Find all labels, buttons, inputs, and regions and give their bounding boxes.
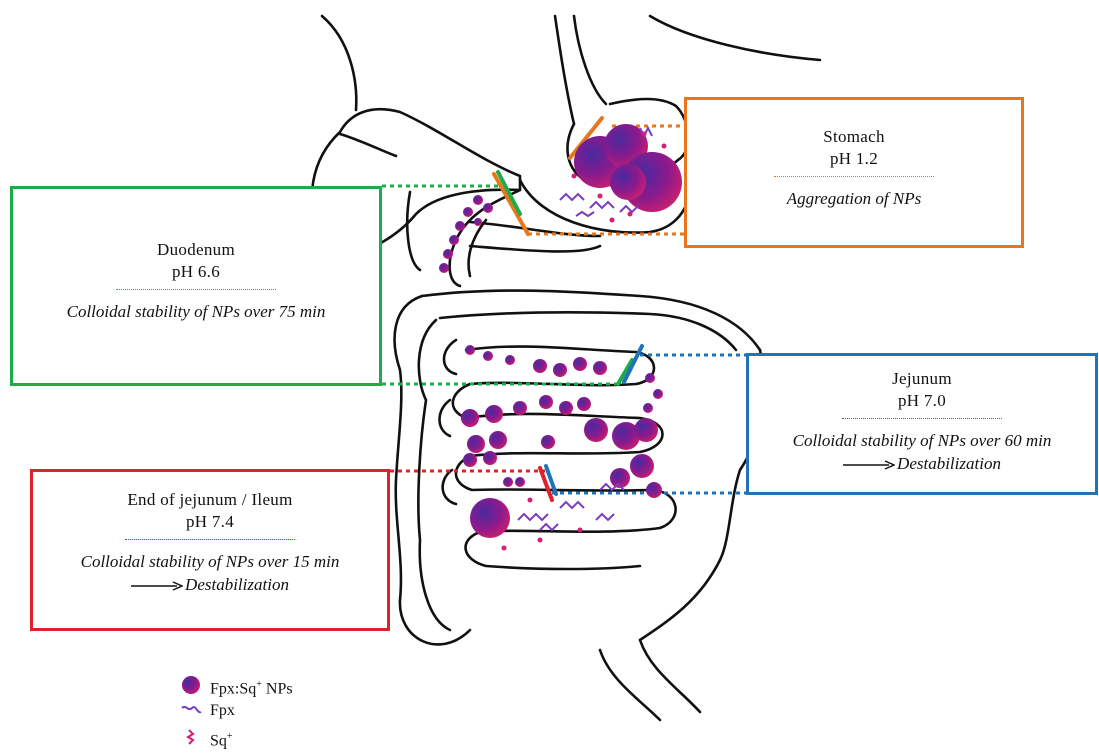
duodenum-info-box: Duodenum pH 6.6 Colloidal stability of N…: [10, 186, 382, 386]
ileum-separator: [125, 539, 295, 540]
ileum-outcome-line: Destabilization: [33, 573, 387, 596]
body-outline-right: [650, 16, 820, 60]
stomach-info-box: Stomach pH 1.2 Aggregation of NPs: [684, 97, 1024, 248]
colon-inner-top: [440, 312, 736, 350]
esophagus-left: [555, 16, 574, 124]
jejunum-separator: [842, 418, 1002, 419]
duodenum-separator: [116, 289, 276, 290]
legend-item-sq: Sq+: [180, 724, 400, 750]
stomach-aggregate: [574, 124, 682, 212]
body-outline-left: [322, 16, 356, 110]
ileum-nps: [470, 477, 525, 538]
gallbladder: [407, 192, 420, 270]
legend-label-fpx: Fpx: [210, 698, 235, 724]
legend: Fpx:Sq+ NPs Fpx Sq+: [180, 672, 400, 750]
ileum-info-box: End of jejunum / Ileum pH 7.4 Colloidal …: [30, 469, 390, 631]
liver-lobe: [340, 134, 396, 156]
legend-item-nps: Fpx:Sq+ NPs: [180, 672, 400, 698]
duodenum-description: Colloidal stability of NPs over 75 min: [13, 300, 379, 323]
pancreas: [470, 222, 600, 251]
ileum-title: End of jejunum / Ileum: [33, 489, 387, 511]
fpx-chain-icon: [180, 700, 202, 722]
legend-label-sq: Sq+: [210, 724, 233, 754]
colon-top: [422, 291, 760, 350]
ileum-ph: pH 7.4: [33, 511, 387, 533]
arrow-right-icon: [843, 460, 895, 470]
small-intestine-loop-5: [440, 340, 457, 504]
stomach-ph: pH 1.2: [687, 148, 1021, 170]
jejunum-info-box: Jejunum pH 7.0 Colloidal stability of NP…: [746, 353, 1098, 495]
esophagus-right: [574, 16, 606, 104]
nanoparticle-icon: [180, 674, 202, 696]
stomach-description: Aggregation of NPs: [687, 187, 1021, 210]
duodenum-ph: pH 6.6: [13, 261, 379, 283]
duodenum-nps: [439, 195, 493, 273]
ileum-outcome: Destabilization: [185, 575, 289, 594]
sq-molecule-icon: [180, 726, 202, 748]
jejunum-title: Jejunum: [749, 368, 1095, 390]
jejunum-ph: pH 7.0: [749, 390, 1095, 412]
sigmoid: [640, 560, 720, 640]
arrow-right-icon: [131, 581, 183, 591]
ileum-description: Colloidal stability of NPs over 15 min: [33, 550, 387, 573]
rectum: [600, 640, 700, 720]
duodenum-title: Duodenum: [13, 239, 379, 261]
legend-item-fpx: Fpx: [180, 698, 400, 724]
jejunum-description: Colloidal stability of NPs over 60 min: [749, 429, 1095, 452]
stomach-separator: [774, 176, 934, 177]
jejunum-outcome: Destabilization: [897, 454, 1001, 473]
jejunum-outcome-line: Destabilization: [749, 452, 1095, 475]
stomach-title: Stomach: [687, 126, 1021, 148]
